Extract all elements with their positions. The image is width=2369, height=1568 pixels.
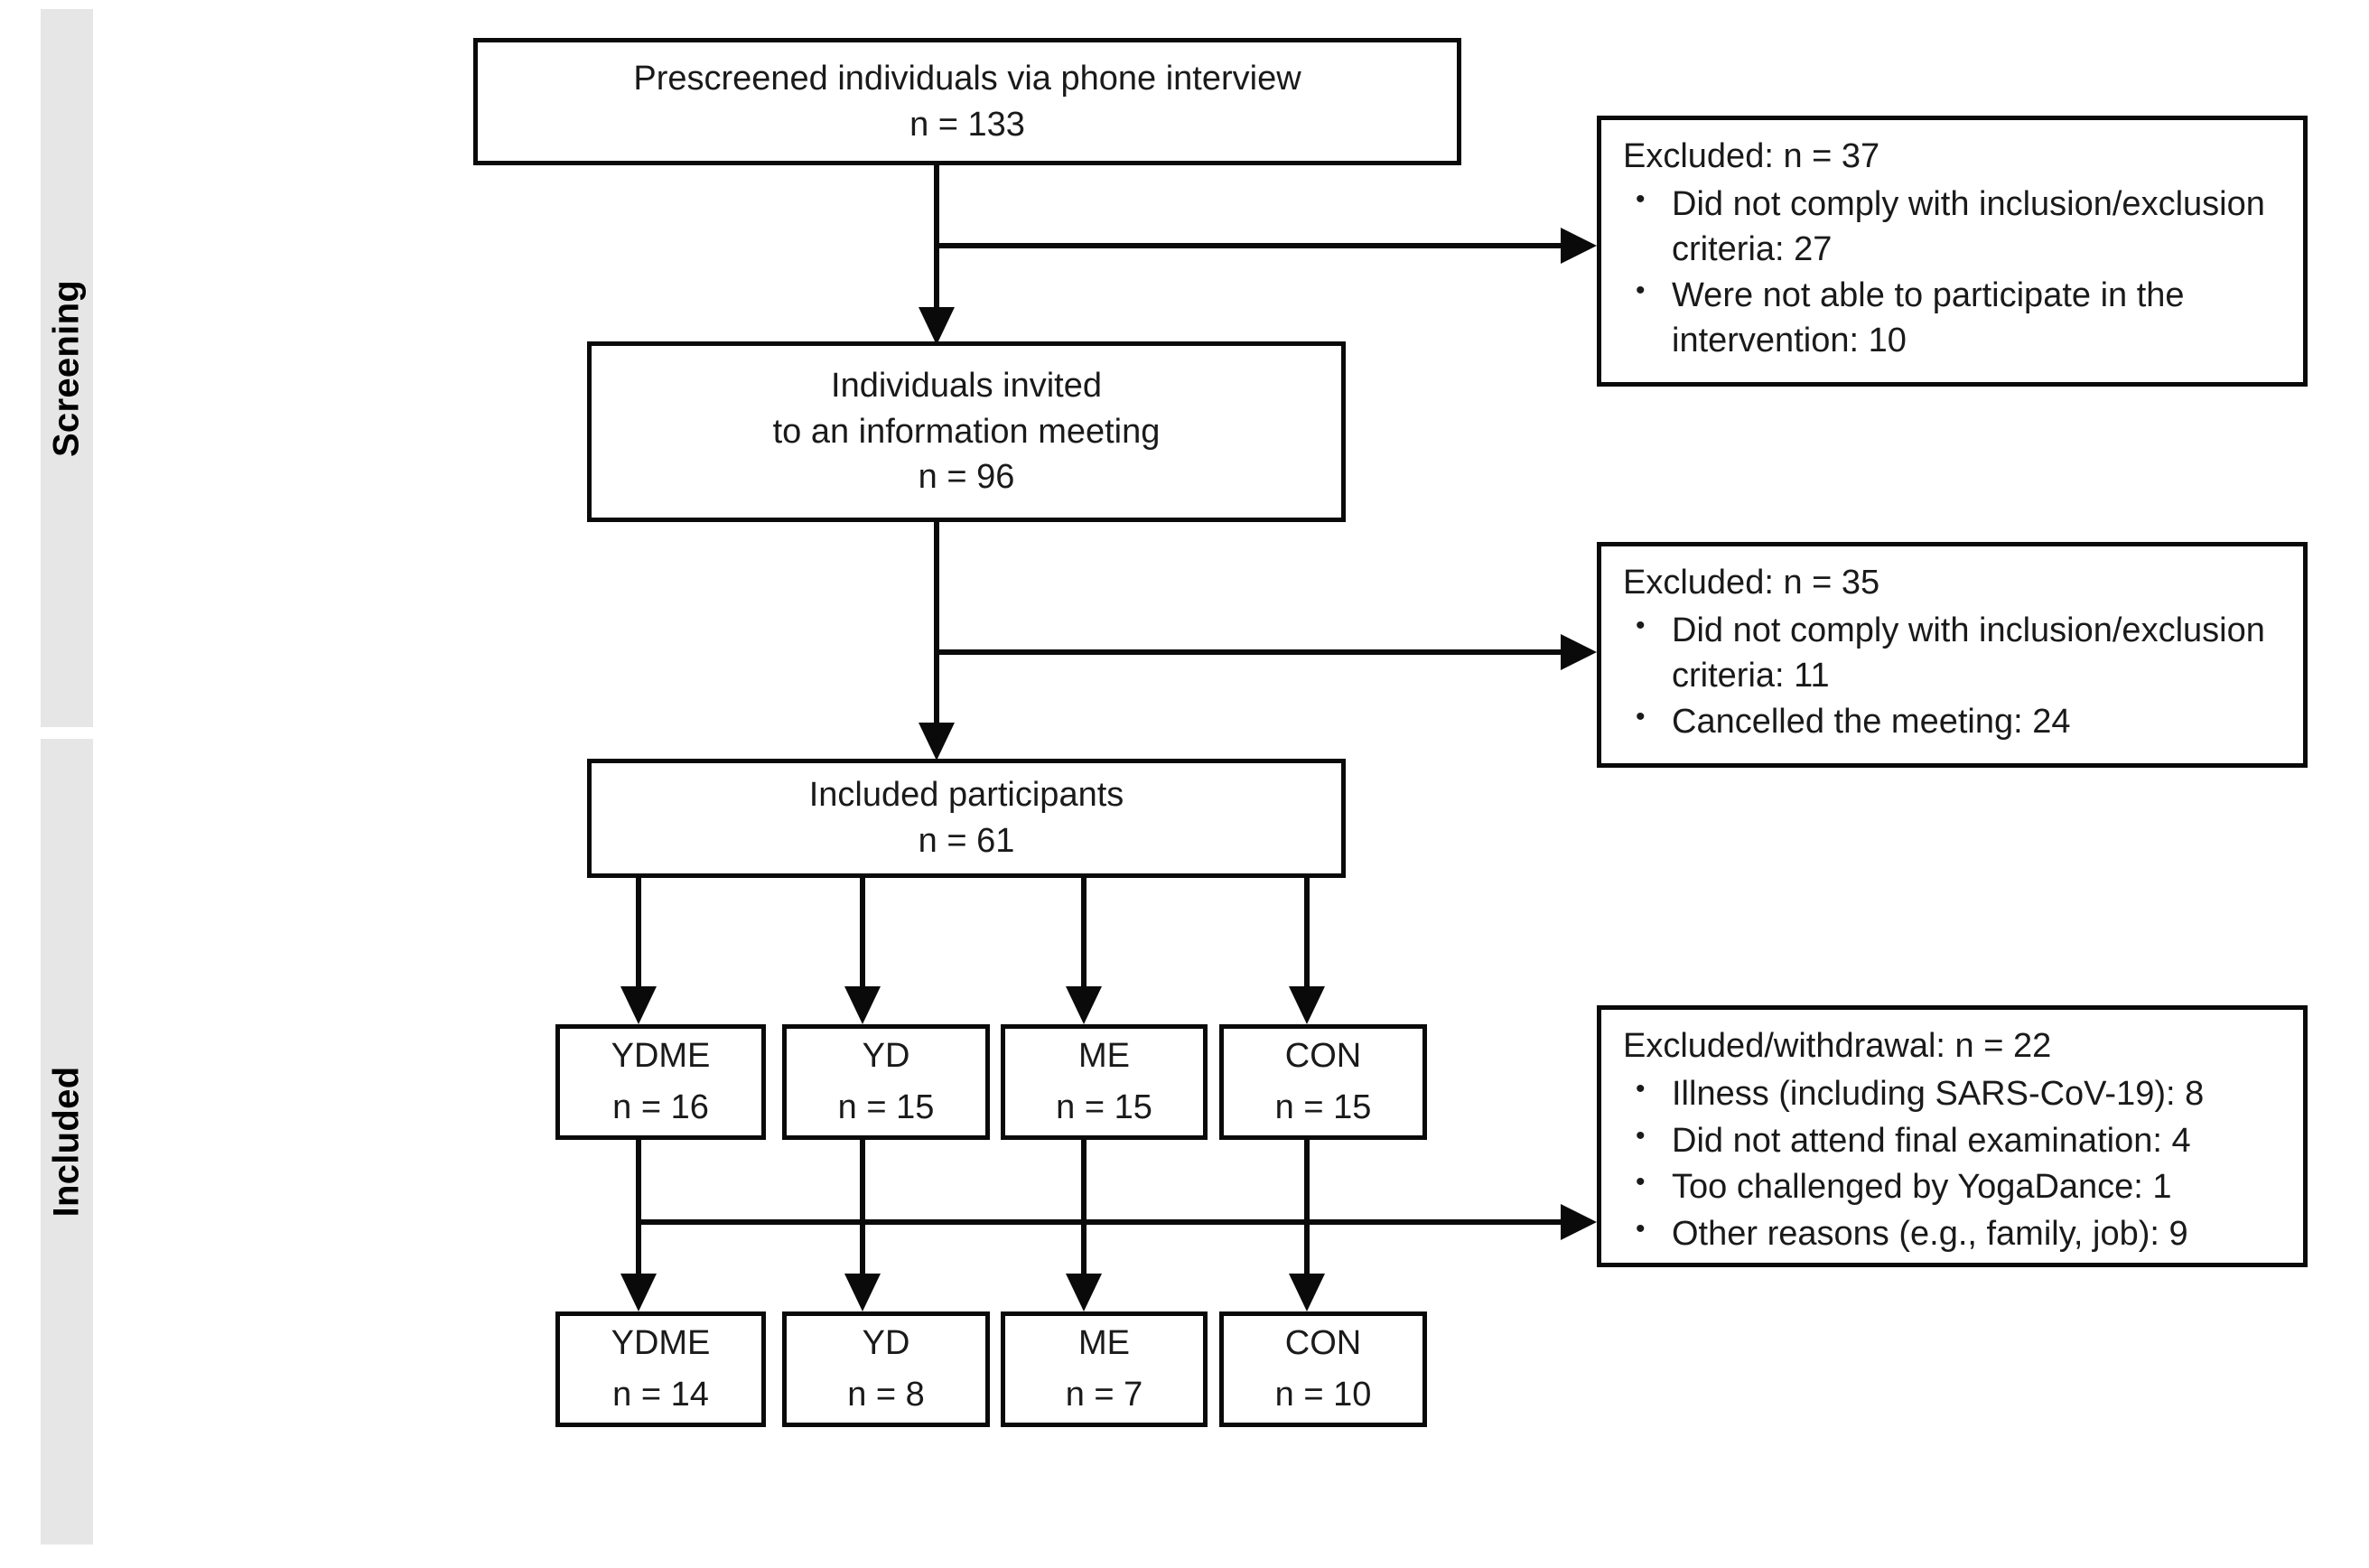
- exclusion-heading: Excluded: n = 37: [1623, 137, 1880, 175]
- group-name: YD: [862, 1324, 910, 1362]
- group-box-yd-allocated[interactable]: YD n = 15: [782, 1024, 990, 1140]
- group-count: n = 8: [847, 1376, 925, 1414]
- exclusion-reason-list: Did not comply with inclusion/exclusion …: [1623, 608, 2292, 744]
- group-count: n = 10: [1274, 1376, 1372, 1414]
- exclusion-heading: Excluded: n = 35: [1623, 564, 1880, 602]
- group-box-ydme-final[interactable]: YDME n = 14: [555, 1311, 766, 1427]
- arrowhead-excluded2: [1561, 634, 1597, 670]
- arrowhead-final-yd: [844, 1274, 881, 1311]
- group-box-me-final[interactable]: ME n = 7: [1001, 1311, 1208, 1427]
- exclusion-reason: Cancelled the meeting: 24: [1623, 699, 2292, 744]
- arrowhead-ydme: [620, 986, 657, 1024]
- group-box-me-allocated[interactable]: ME n = 15: [1001, 1024, 1208, 1140]
- group-name: ME: [1078, 1037, 1130, 1075]
- phase-label-included: Included: [46, 1066, 87, 1218]
- arrowhead-yd: [844, 986, 881, 1024]
- exclusion-reason: Too challenged by YogaDance: 1: [1623, 1164, 2292, 1209]
- group-count: n = 15: [1056, 1088, 1152, 1126]
- node-prescreened-line-1: Prescreened individuals via phone interv…: [633, 59, 1301, 98]
- group-count: n = 14: [612, 1376, 709, 1414]
- node-prescreened-line-2: n = 133: [909, 105, 1025, 144]
- exclusion-reason: Did not comply with inclusion/exclusion …: [1623, 182, 2292, 272]
- arrowhead-final-me: [1066, 1274, 1102, 1311]
- group-count: n = 16: [612, 1088, 709, 1126]
- arrowhead-final-ydme: [620, 1274, 657, 1311]
- node-invited-line-2: to an information meeting: [772, 412, 1161, 451]
- node-included-line-2: n = 61: [918, 822, 1015, 860]
- phase-band-included: Included: [41, 739, 93, 1545]
- group-box-yd-final[interactable]: YD n = 8: [782, 1311, 990, 1427]
- exclusion-reason-list: Illness (including SARS-CoV-19): 8 Did n…: [1623, 1071, 2292, 1256]
- phase-label-screening: Screening: [46, 279, 87, 457]
- group-name: ME: [1078, 1324, 1130, 1362]
- group-name: CON: [1284, 1037, 1362, 1075]
- node-invited[interactable]: Individuals invited to an information me…: [587, 341, 1346, 522]
- group-name: CON: [1284, 1324, 1362, 1362]
- group-name: YD: [862, 1037, 910, 1075]
- exclusion-reason: Illness (including SARS-CoV-19): 8: [1623, 1071, 2292, 1116]
- exclusion-box-screening-1[interactable]: Excluded: n = 37 Did not comply with inc…: [1597, 116, 2308, 387]
- group-count: n = 7: [1065, 1376, 1143, 1414]
- arrowhead-included: [919, 723, 955, 761]
- exclusion-reason: Other reasons (e.g., family, job): 9: [1623, 1211, 2292, 1256]
- arrowhead-con: [1289, 986, 1325, 1024]
- node-prescreened[interactable]: Prescreened individuals via phone interv…: [473, 38, 1461, 165]
- group-box-con-final[interactable]: CON n = 10: [1219, 1311, 1427, 1427]
- exclusion-heading: Excluded/withdrawal: n = 22: [1623, 1027, 2052, 1065]
- exclusion-reason-list: Did not comply with inclusion/exclusion …: [1623, 182, 2292, 363]
- group-count: n = 15: [837, 1088, 935, 1126]
- exclusion-reason: Were not able to participate in the inte…: [1623, 273, 2292, 363]
- exclusion-box-withdrawal[interactable]: Excluded/withdrawal: n = 22 Illness (inc…: [1597, 1005, 2308, 1267]
- group-name: YDME: [611, 1037, 711, 1075]
- node-invited-line-1: Individuals invited: [831, 367, 1102, 406]
- node-included[interactable]: Included participants n = 61: [587, 759, 1346, 878]
- group-box-ydme-allocated[interactable]: YDME n = 16: [555, 1024, 766, 1140]
- group-box-con-allocated[interactable]: CON n = 15: [1219, 1024, 1427, 1140]
- phase-band-screening: Screening: [41, 9, 93, 727]
- arrowhead-invited: [919, 307, 955, 345]
- arrowhead-final-con: [1289, 1274, 1325, 1311]
- group-count: n = 15: [1274, 1088, 1372, 1126]
- arrowhead-excluded1: [1561, 228, 1597, 264]
- group-name: YDME: [611, 1324, 711, 1362]
- arrowhead-me: [1066, 986, 1102, 1024]
- exclusion-reason: Did not attend final examination: 4: [1623, 1118, 2292, 1163]
- node-included-line-1: Included participants: [808, 776, 1124, 815]
- node-invited-line-3: n = 96: [918, 458, 1015, 497]
- arrowhead-excluded3: [1561, 1204, 1597, 1240]
- exclusion-box-screening-2[interactable]: Excluded: n = 35 Did not comply with inc…: [1597, 542, 2308, 768]
- exclusion-reason: Did not comply with inclusion/exclusion …: [1623, 608, 2292, 698]
